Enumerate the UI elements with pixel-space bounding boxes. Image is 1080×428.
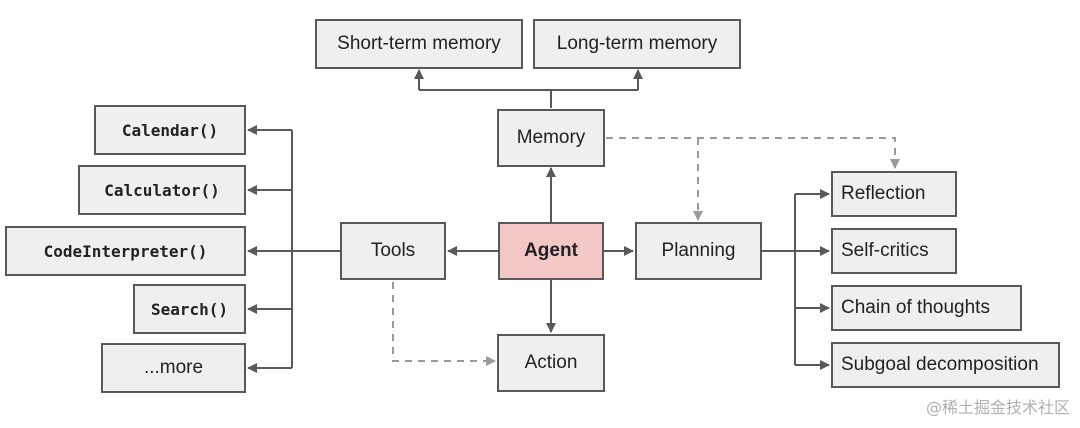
code-interpreter-box: CodeInterpreter() (5, 226, 246, 276)
short-term-memory-box: Short-term memory (315, 19, 523, 69)
action-box: Action (497, 334, 605, 392)
tools-box: Tools (340, 222, 446, 280)
dashed-memory-to-reflection (606, 137, 900, 169)
search-box: Search() (133, 284, 246, 334)
calculator-box: Calculator() (78, 165, 246, 215)
chain-of-thoughts-box: Chain of thoughts (831, 285, 1022, 331)
reflection-box: Reflection (831, 171, 957, 217)
more-tools-box: ...more (101, 343, 246, 393)
calendar-box: Calendar() (94, 105, 246, 155)
dashed-tools-to-action (392, 282, 496, 366)
planning-box: Planning (635, 222, 762, 280)
long-term-memory-box: Long-term memory (533, 19, 741, 69)
memory-box: Memory (497, 109, 605, 167)
agent-box: Agent (498, 222, 604, 280)
self-critics-box: Self-critics (831, 228, 957, 274)
watermark: @稀土掘金技术社区 (925, 398, 1070, 417)
subgoal-decomposition-box: Subgoal decomposition (831, 342, 1060, 388)
